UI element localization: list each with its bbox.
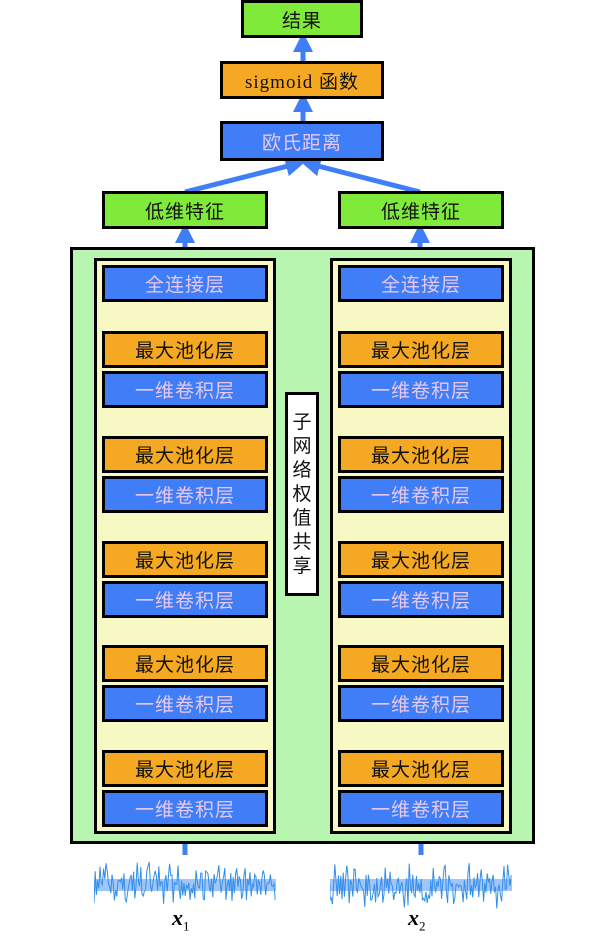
weight-sharing-label: 子网络权值共享 [285,392,319,596]
left-conv-layer-3-label: 一维卷积层 [134,590,235,612]
right-feature-box: 低维特征 [338,191,504,229]
left-pool-layer-2-label: 最大池化层 [134,654,235,676]
input-signal-x1 [94,861,276,904]
left-pool-layer-4: 最大池化层 [102,436,268,473]
right-pool-layer-1: 最大池化层 [338,750,504,787]
right-pool-layer-2: 最大池化层 [338,645,504,682]
right-conv-layer-3-label: 一维卷积层 [370,590,471,612]
left-conv-layer-3: 一维卷积层 [102,581,268,618]
input-signal-x2 [330,863,512,909]
left-pool-layer-3-label: 最大池化层 [134,550,235,572]
right-pool-layer-5-label: 最大池化层 [370,340,471,362]
right-pool-layer-1-label: 最大池化层 [370,759,471,781]
right-conv-layer-2: 一维卷积层 [338,685,504,722]
left-conv-layer-2: 一维卷积层 [102,685,268,722]
left-feature-label: 低维特征 [144,200,225,223]
left-conv-layer-4-label: 一维卷积层 [134,485,235,507]
left-pool-layer-1-label: 最大池化层 [134,759,235,781]
right-conv-layer-2-label: 一维卷积层 [370,694,471,716]
left-conv-layer-5-label: 一维卷积层 [134,380,235,402]
right-conv-layer-3: 一维卷积层 [338,581,504,618]
share-char: 网 [292,435,312,457]
sigmoid-label: sigmoid 函数 [245,71,359,93]
right-pool-layer-5: 最大池化层 [338,331,504,368]
left-conv-layer-1-label: 一维卷积层 [134,799,235,821]
left-conv-layer-5: 一维卷积层 [102,371,268,408]
right-conv-layer-1-label: 一维卷积层 [370,799,471,821]
arrow-right-feature-to-distance [300,156,421,195]
right-feature-label: 低维特征 [380,200,461,223]
share-char: 权 [292,483,312,505]
left-fc-layer-label: 全连接层 [144,274,225,296]
sigmoid-box: sigmoid 函数 [220,61,384,99]
right-conv-layer-4-label: 一维卷积层 [370,485,471,507]
right-conv-layer-5: 一维卷积层 [338,371,504,408]
result-label: 结果 [281,9,322,32]
share-char: 享 [292,555,312,577]
left-pool-layer-3: 最大池化层 [102,541,268,578]
share-char: 子 [292,411,312,433]
signal-band [330,879,512,891]
input-label-x2: x2 [408,905,426,934]
right-pool-layer-3-label: 最大池化层 [370,550,471,572]
right-conv-layer-5-label: 一维卷积层 [370,380,471,402]
left-conv-layer-2-label: 一维卷积层 [134,694,235,716]
right-pool-layer-4-label: 最大池化层 [370,445,471,467]
left-pool-layer-1: 最大池化层 [102,750,268,787]
left-conv-layer-1: 一维卷积层 [102,790,268,827]
share-char: 值 [292,507,312,529]
right-conv-layer-1: 一维卷积层 [338,790,504,827]
left-pool-layer-5: 最大池化层 [102,331,268,368]
result-box: 结果 [241,0,363,38]
left-pool-layer-5-label: 最大池化层 [134,340,235,362]
right-fc-layer-label: 全连接层 [380,274,461,296]
share-char: 络 [292,459,312,481]
share-char: 共 [292,531,312,553]
left-pool-layer-2: 最大池化层 [102,645,268,682]
right-pool-layer-4: 最大池化层 [338,436,504,473]
distance-label: 欧氏距离 [261,131,342,154]
right-pool-layer-2-label: 最大池化层 [370,654,471,676]
right-conv-layer-4: 一维卷积层 [338,476,504,513]
left-fc-layer: 全连接层 [102,265,268,302]
left-feature-box: 低维特征 [102,191,268,229]
right-fc-layer: 全连接层 [338,265,504,302]
left-pool-layer-4-label: 最大池化层 [134,445,235,467]
input-label-x1: x1 [172,905,190,934]
euclidean-distance-box: 欧氏距离 [220,121,384,161]
signal-band [94,879,276,891]
arrow-left-feature-to-distance [184,156,306,195]
right-pool-layer-3: 最大池化层 [338,541,504,578]
left-conv-layer-4: 一维卷积层 [102,476,268,513]
